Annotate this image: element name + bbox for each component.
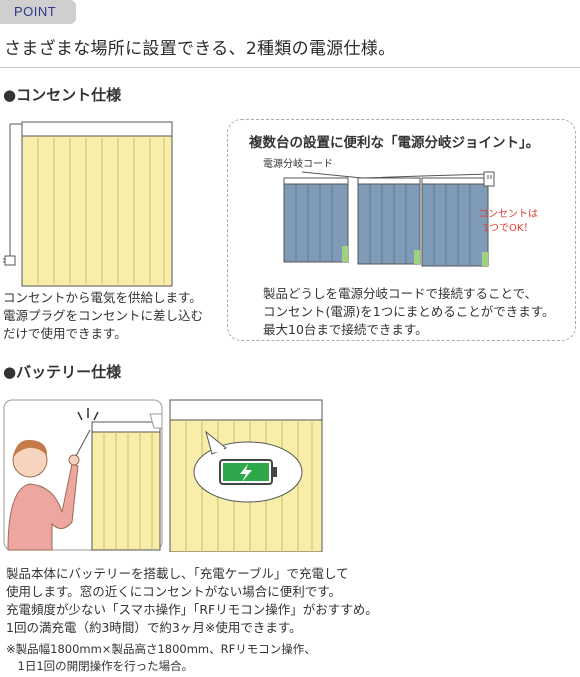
battery-icon [219,459,277,485]
battery-section-title: ●バッテリー仕様 [3,363,122,381]
power-branch-callout [227,119,576,341]
callout-title: 複数台の設置に便利な「電源分岐ジョイント」。 [249,135,540,151]
footnote-line: 1日1回の開閉操作を行った場合。 [6,659,194,673]
outlet-line: 電源プラグをコンセントに差し込む [3,308,204,323]
outlet-note: コンセントは 1つでOK！ [478,208,538,236]
callout-line: コンセント(電源)を1つにまとめることができます。 [263,304,555,319]
divider [0,67,580,68]
battery-line: 充電頻度が少ない「スマホ操作」「RFリモコン操作」がおすすめ。 [6,602,378,617]
battery-footnote: ※製品幅1800mm×製品高さ1800mm、RFリモコン操作、 1日1回の開閉操… [6,641,316,675]
point-tag: POINT [0,0,76,24]
cord-label: 電源分岐コード [263,159,333,170]
battery-line: 1回の満充電（約3時間）で約3ヶ月※使用できます。 [6,620,302,635]
battery-line: 使用します。窓の近くにコンセントがない場合に便利です。 [6,584,342,599]
outlet-line: コンセントから電気を供給します。 [3,290,202,305]
person-icon [7,439,80,551]
battery-line: 製品本体にバッテリーを搭載し、「充電ケーブル」で充電して [6,566,349,581]
battery-description: 製品本体にバッテリーを搭載し、「充電ケーブル」で充電して 使用します。窓の近くに… [6,565,378,637]
outlet-note-line: コンセントは [478,209,538,220]
page-headline: さまざまな場所に設置できる、2種類の電源仕様。 [4,39,396,59]
battery-illustration [3,399,323,552]
branch-curtains-illustration [283,171,495,267]
callout-description: 製品どうしを電源分岐コードで接続することで、 コンセント(電源)を1つにまとめる… [263,285,554,339]
outlet-section-title: ●コンセント仕様 [3,86,122,104]
point-tag-label: POINT [14,4,57,19]
outlet-icon [483,171,495,187]
footnote-line: ※製品幅1800mm×製品高さ1800mm、RFリモコン操作、 [6,642,316,656]
outlet-line: だけで使用できます。 [3,326,127,341]
outlet-note-line: 1つでOK！ [482,223,534,234]
callout-line: 最大10台まで接続できます。 [263,322,428,337]
outlet-curtain-illustration [3,121,173,287]
plug-icon [3,255,16,266]
outlet-description: コンセントから電気を供給します。 電源プラグをコンセントに差し込む だけで使用で… [3,289,203,343]
lightning-icon [240,464,252,482]
callout-line: 製品どうしを電源分岐コードで接続することで、 [263,286,538,301]
